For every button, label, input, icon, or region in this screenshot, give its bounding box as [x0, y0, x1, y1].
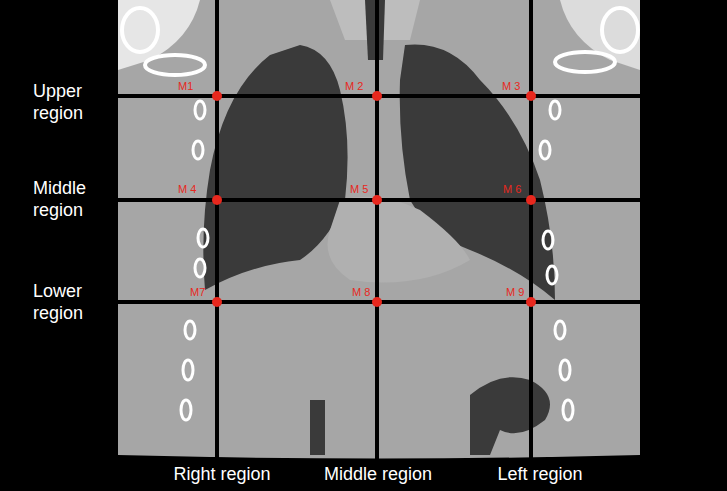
callout-number: M1: [178, 80, 193, 92]
shoulder-left: [560, 0, 640, 70]
region-label: Middle region: [33, 177, 113, 221]
region-label: Right region: [173, 463, 270, 485]
shoulder-right: [118, 0, 200, 70]
region-label: Lower region: [33, 280, 113, 324]
callout-number: M 5: [350, 183, 368, 195]
humerus: [122, 8, 158, 52]
callout-number: M7: [190, 286, 205, 298]
clavicle: [555, 52, 615, 72]
callout-number: M 4: [178, 183, 196, 195]
callout-number: M 9: [506, 286, 524, 298]
callout-number: M 2: [345, 80, 363, 92]
region-label: Middle region: [324, 463, 432, 485]
humerus: [602, 8, 638, 52]
bowel-gas: [470, 377, 550, 455]
measure-points: [212, 91, 536, 307]
right-lung: [203, 45, 347, 290]
region-label: Upper region: [33, 80, 113, 124]
bowel-gas: [310, 400, 325, 455]
region-label: Left region: [497, 463, 582, 485]
callout-number: M 8: [352, 286, 370, 298]
clavicle: [145, 55, 205, 75]
grid-lines: [118, 0, 640, 460]
callout-number: M 3: [502, 80, 520, 92]
callout-number: M 6: [503, 183, 521, 195]
heart: [328, 197, 471, 283]
